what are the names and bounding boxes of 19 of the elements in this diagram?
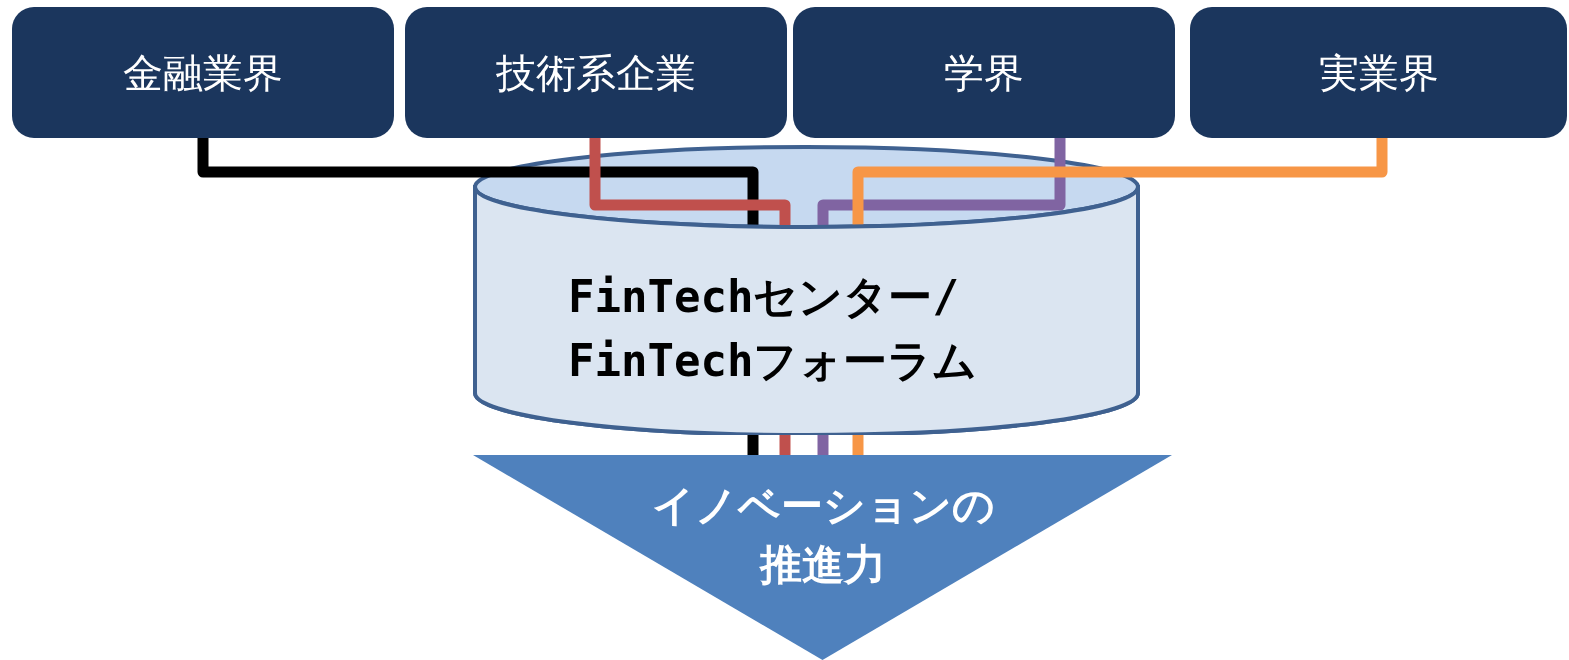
- connector-line: [852, 432, 864, 455]
- triangle-label: イノベーションの推進力: [651, 480, 995, 591]
- box-label: 技術系企業: [496, 48, 696, 98]
- connector-line: [817, 432, 829, 455]
- category-box: [405, 7, 787, 138]
- category-box: [12, 7, 394, 138]
- cylinder-label: FinTechセンター/FinTechフォーラム: [568, 270, 978, 388]
- connector-line: [852, 138, 1388, 226]
- connector-line: [197, 138, 759, 226]
- category-box: [793, 7, 1175, 138]
- downward-triangle: [473, 455, 1172, 660]
- box-label: 金融業界: [123, 48, 283, 98]
- category-box: [1190, 7, 1567, 138]
- connector-line: [589, 138, 791, 226]
- connector-line: [779, 432, 791, 455]
- box-label: 実業界: [1318, 48, 1439, 98]
- connector-line: [817, 138, 1066, 226]
- connector-line: [747, 432, 759, 455]
- box-label: 学界: [944, 48, 1024, 98]
